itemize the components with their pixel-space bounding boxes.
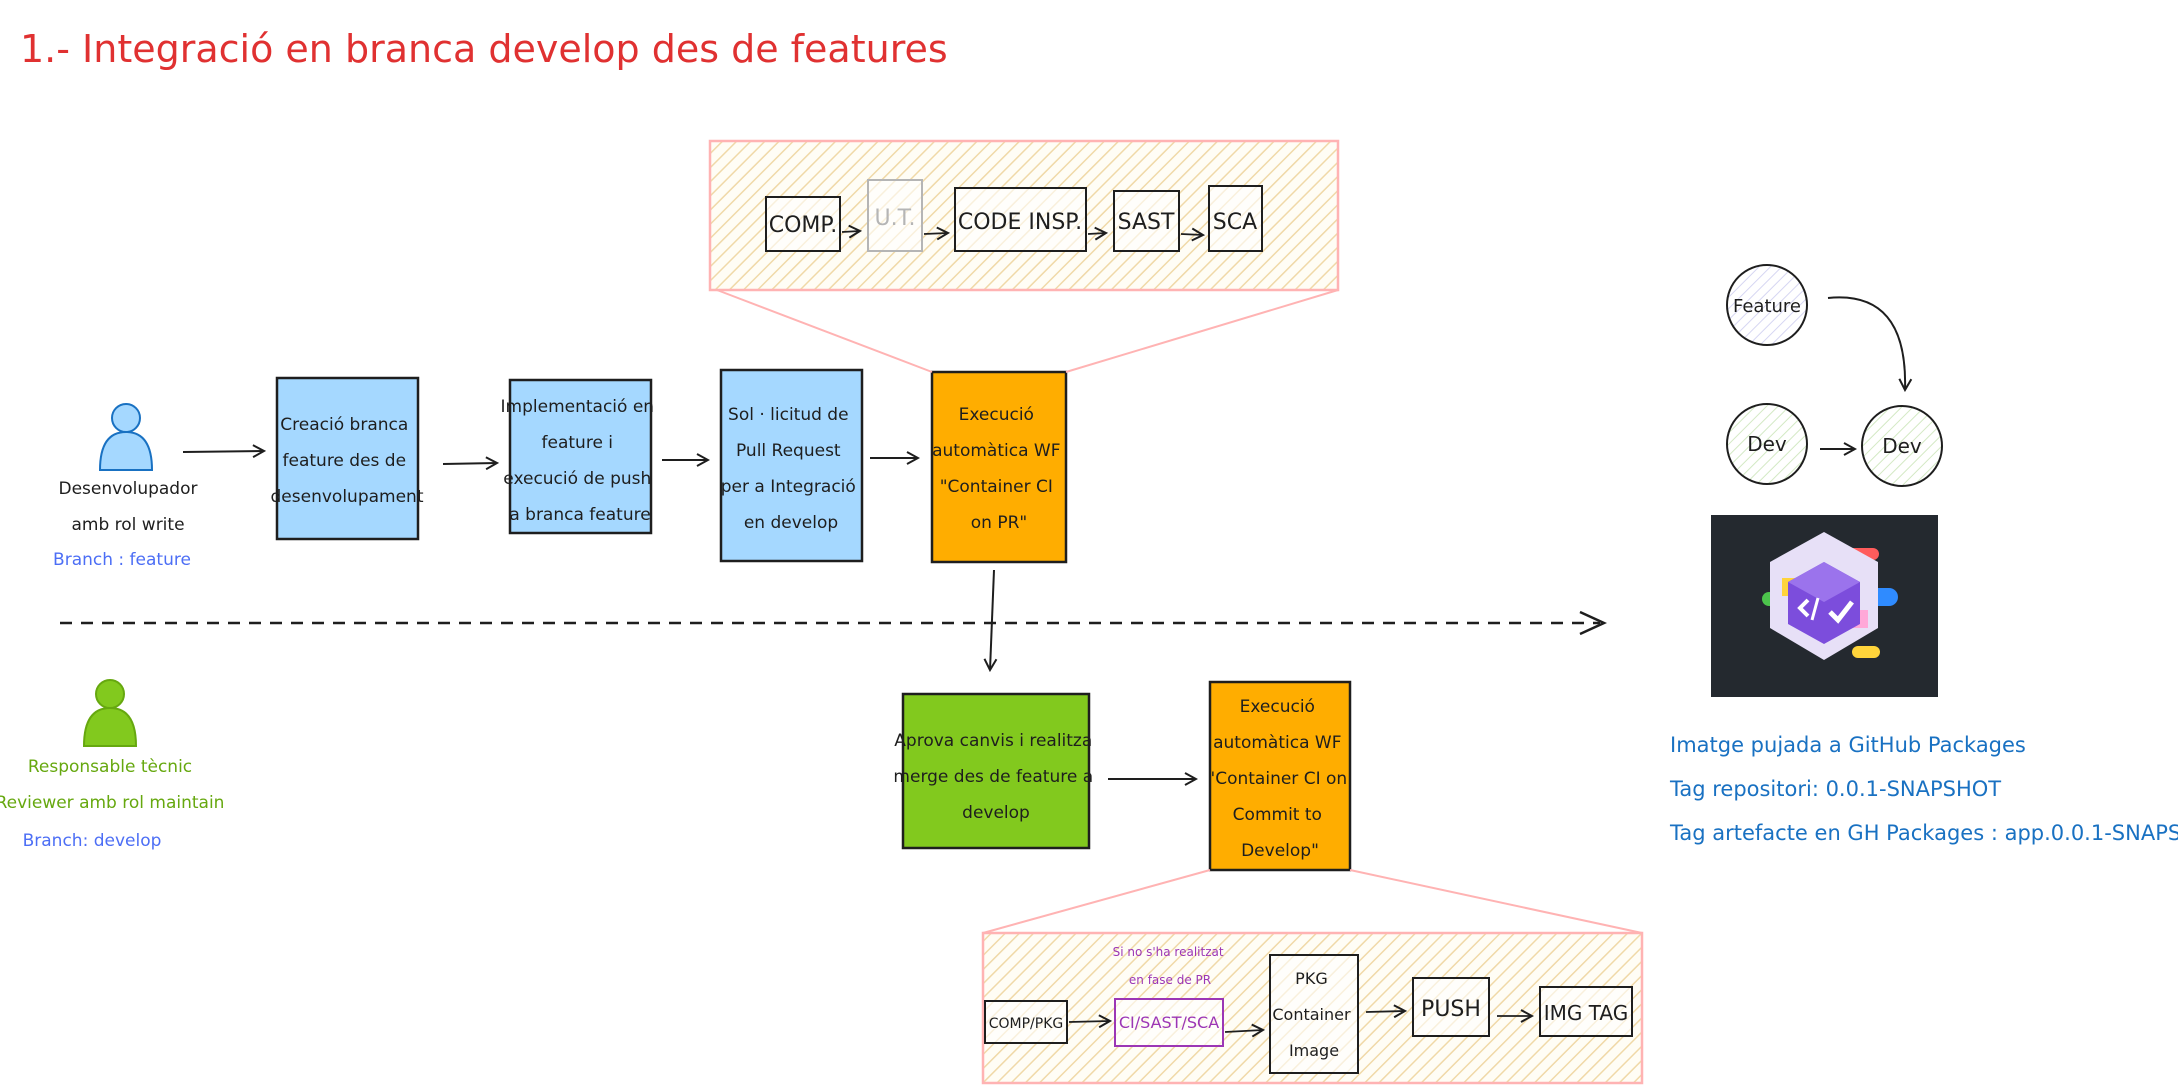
arrow-pkg-to-push xyxy=(1365,1011,1405,1012)
zoom-connector-bottom-left xyxy=(982,869,1211,934)
arrow-feature-to-dev xyxy=(1827,296,1905,390)
pipeline-commit-img-tag-label: IMG TAG xyxy=(1544,1001,1629,1025)
pipeline-commit-comp xyxy=(984,1000,1068,1044)
step-approve-merge xyxy=(901,692,1091,850)
branch-dev-label-a: Dev xyxy=(1747,432,1787,456)
zoom-connector-right xyxy=(1065,289,1339,373)
pipeline-pr-code-insp-label: CODE INSP. xyxy=(958,210,1082,235)
pipeline-commit-note: Si no s'ha realitzat en fase de PR xyxy=(1113,945,1228,987)
pipeline-commit-ci xyxy=(1114,998,1224,1047)
arrow-wf-to-approve xyxy=(990,569,994,670)
pipeline-commit-pkg-label: PKG Container Image xyxy=(1272,969,1355,1060)
pipeline-pr-ut-label: U.T. xyxy=(875,206,916,231)
step-wf-pr-text: Execució automàtica WF "Container CI on … xyxy=(932,405,1066,533)
lead-label-1: Responsable tècnic xyxy=(28,757,192,777)
arrow-comp-to-ci xyxy=(1068,1021,1110,1022)
arrow-comp-to-ut xyxy=(841,231,860,232)
step-wf-pr xyxy=(930,370,1068,564)
branch-dev-node-b xyxy=(1861,405,1943,487)
branch-feature-node xyxy=(1726,264,1808,346)
step-wf-commit xyxy=(1208,680,1352,872)
arrow-sast-to-sca xyxy=(1180,234,1203,235)
step-create-branch xyxy=(275,376,420,541)
step-pull-request xyxy=(719,368,864,563)
lead-branch: Branch: develop xyxy=(23,831,162,851)
zoom-connector-left xyxy=(716,289,933,373)
developer-branch: Branch : feature xyxy=(53,550,191,570)
branch-dev-label-b: Dev xyxy=(1882,434,1922,458)
developer-label-1: Desenvolupador xyxy=(59,479,198,499)
pipeline-pr-ut xyxy=(867,179,923,252)
page-title: 1.- Integració en branca develop des de … xyxy=(20,27,948,71)
pipeline-commit-ci-label: CI/SAST/SCA xyxy=(1119,1013,1219,1032)
pipeline-commit-push-label: PUSH xyxy=(1421,997,1481,1022)
step-approve-merge-text: Aprova canvis i realitza merge des de fe… xyxy=(893,731,1098,823)
info-line-3: Tag artefacte en GH Packages : app.0.0.1… xyxy=(1669,821,2178,845)
step-implement xyxy=(508,378,653,535)
pipeline-pr-comp xyxy=(765,196,841,252)
arrow-create-to-implement xyxy=(442,463,497,464)
pipeline-pr-sast xyxy=(1113,190,1180,252)
arrow-dev-to-create xyxy=(182,451,264,452)
branch-feature-label: Feature xyxy=(1733,296,1801,317)
pipeline-pr-code-insp xyxy=(954,187,1087,252)
pipeline-pr-sca xyxy=(1208,185,1263,252)
developer-label-2: amb rol write xyxy=(71,515,184,535)
developer-icon xyxy=(98,403,154,471)
lead-icon xyxy=(82,679,138,747)
pipeline-commit-pkg xyxy=(1269,954,1359,1074)
github-packages-logo xyxy=(1711,515,1938,697)
pipeline-commit-img-tag xyxy=(1539,986,1633,1037)
step-pull-request-text: Sol · licitud de Pull Request per a Inte… xyxy=(721,405,861,533)
pipeline-pr-sast-label: SAST xyxy=(1118,210,1175,235)
separator-arrowhead xyxy=(1579,610,1608,636)
arrow-ut-to-code xyxy=(923,233,948,234)
arrow-code-to-sast xyxy=(1087,233,1106,234)
pipeline-pr-sca-label: SCA xyxy=(1213,210,1257,235)
branch-dev-node-a xyxy=(1726,403,1808,485)
info-line-2: Tag repositori: 0.0.1-SNAPSHOT xyxy=(1669,777,2001,801)
pipeline-commit-comp-label: COMP/PKG xyxy=(989,1016,1064,1032)
info-line-1: Imatge pujada a GitHub Packages xyxy=(1670,733,2026,757)
step-create-branch-text: Creació branca feature des de desenvolup… xyxy=(271,415,424,507)
step-wf-commit-text: Execució automàtica WF "Container CI on … xyxy=(1207,697,1352,861)
lead-label-2: Reviewer amb rol maintain xyxy=(0,793,224,813)
step-implement-text: Implementació en feature i execució de p… xyxy=(501,397,660,525)
pipeline-pr-comp-label: COMP. xyxy=(769,213,838,238)
pipeline-commit-push xyxy=(1412,977,1490,1037)
arrow-ci-to-pkg xyxy=(1224,1030,1263,1032)
zoom-connector-bottom-right xyxy=(1349,869,1643,934)
